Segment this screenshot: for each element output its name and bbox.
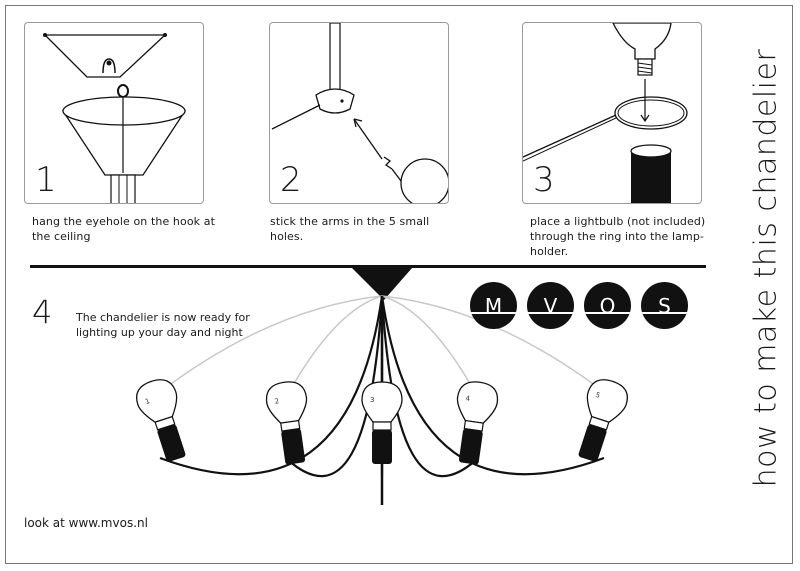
step-1-panel: 1 xyxy=(24,22,204,204)
step-4-text: The chandelier is now ready for lighting… xyxy=(76,311,250,339)
step-3-number: 3 xyxy=(533,160,555,200)
lightbulb: 1 xyxy=(135,379,186,462)
arm-insertion-illustration xyxy=(271,23,448,203)
website-link[interactable]: look at www.mvos.nl xyxy=(24,516,148,530)
logo-s: S xyxy=(641,282,688,329)
step-4-number: 4 xyxy=(32,293,53,331)
bulb-label: 1 xyxy=(144,397,151,406)
bulb-label: 4 xyxy=(465,394,471,403)
bulb-label: 5 xyxy=(594,391,601,400)
step-1-caption: hang the eyehole on the hook at the ceil… xyxy=(32,215,215,243)
section-divider xyxy=(30,265,706,268)
step-2-caption: stick the arms in the 5 small holes. xyxy=(270,215,430,243)
ceiling-hook-illustration xyxy=(43,33,187,203)
lightbulb: 3 xyxy=(361,381,403,464)
step-1-number: 1 xyxy=(35,160,57,200)
lightbulb: 5 xyxy=(578,379,629,462)
page-frame xyxy=(5,5,793,564)
lightbulb: 4 xyxy=(456,381,499,465)
logo-v: V xyxy=(527,282,574,329)
step-2-number: 2 xyxy=(280,160,302,200)
canopy xyxy=(352,268,412,300)
bulb-label: 3 xyxy=(370,396,374,404)
lightbulb: 2 xyxy=(265,381,308,465)
step-2-panel: 2 xyxy=(269,22,449,204)
lightbulb-insertion-illustration xyxy=(523,23,688,203)
step-3-caption: place a lightbulb (not included) through… xyxy=(530,215,706,258)
logo-m: M xyxy=(470,282,517,329)
bulb-label: 2 xyxy=(274,397,280,406)
page-title: how to make this chandelier xyxy=(748,48,784,488)
logo-o: O xyxy=(584,282,631,329)
step-3-panel: 3 xyxy=(522,22,702,204)
